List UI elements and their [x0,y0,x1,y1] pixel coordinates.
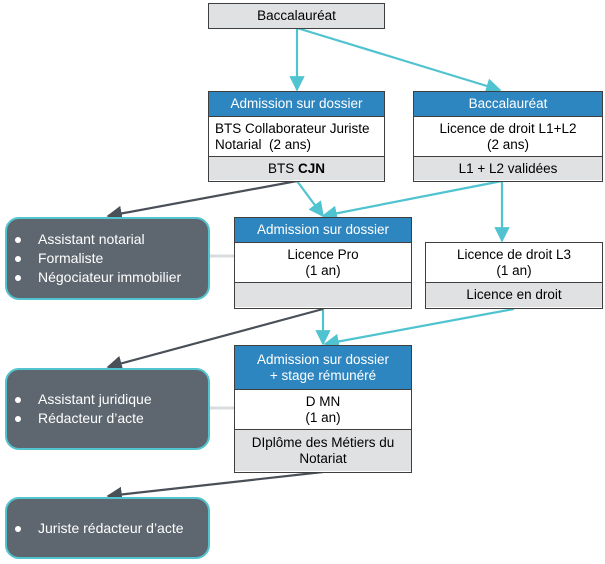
licence-pro-body-line1: Licence Pro [287,246,359,262]
top-bac-label: Baccalauréat [209,4,384,28]
licence-pro-body-line2: (1 an) [305,262,341,278]
licence3-body-line2: (1 an) [496,262,532,278]
arrow-bts-to-licencepro [296,180,324,218]
arrow-licencepro-to-careers2 [106,307,324,371]
career-item: Négociateur immobilier [14,268,181,287]
career-item: Juriste rédacteur d’acte [15,519,184,538]
arrow-licence12-to-licencepro [321,179,503,221]
licence12-footer: L1 + L2 validées [414,157,602,180]
licence12-body-line2: (2 ans) [486,136,530,152]
career-box-1: Assistant notarial Formaliste Négociateu… [5,217,210,300]
top-bac-box: Baccalauréat [208,3,385,29]
dmn-footer-line1: DIplôme des Métiers du [251,434,395,450]
bts-footer-prefix: BTS [267,160,298,176]
bts-body: BTS Collaborateur Juriste Notarial (2 an… [209,117,384,157]
arrow-bts-to-careers1 [106,179,298,222]
bts-body-line1: BTS Collaborateur Juriste [215,120,370,136]
bts-header: Admission sur dossier [209,92,384,117]
career-list-3: Juriste rédacteur d’acte [7,519,184,538]
licence12-body-line1: Licence de droit L1+L2 [439,120,577,136]
career-item: Formaliste [14,249,181,268]
dmn-header-line2: + stage rémunéré [269,367,377,383]
licence3-box: Licence de droit L3 (1 an) Licence en dr… [425,242,603,309]
licence-pro-header: Admission sur dossier [235,218,411,243]
licence-pro-body: Licence Pro (1 an) [235,243,411,283]
career-item: Assistant notarial [14,230,181,249]
dmn-header: Admission sur dossier + stage rémunéré [235,346,411,390]
dmn-body-line2: (1 an) [305,409,341,425]
dmn-body-line1: D MN [305,393,341,409]
licence12-header: Baccalauréat [414,92,602,117]
licence-pro-footer [235,283,411,307]
career-item: Rédacteur d’acte [15,409,152,428]
career-box-3: Juriste rédacteur d’acte [5,497,210,559]
career-list-1: Assistant notarial Formaliste Négociateu… [7,230,181,287]
dmn-header-line1: Admission sur dossier [256,351,390,367]
career-box-2: Assistant juridique Rédacteur d’acte [5,368,210,450]
arrow-dmn-to-careers3 [106,470,324,503]
licence3-body: Licence de droit L3 (1 an) [426,243,602,283]
dmn-box: Admission sur dossier + stage rémunéré D… [234,345,412,473]
licence12-box: Baccalauréat Licence de droit L1+L2 (2 a… [413,91,603,182]
arrow-bac-to-licence12 [296,26,502,94]
dmn-footer-line2: Notariat [299,450,347,466]
arrow-l3-to-dmn [323,307,515,350]
dmn-body: D MN (1 an) [235,390,411,430]
licence3-footer: Licence en droit [426,283,602,307]
bts-footer-bold: CJN [298,160,326,176]
bts-footer: BTS CJN [209,157,384,180]
bts-box: Admission sur dossier BTS Collaborateur … [208,91,385,182]
licence3-body-line1: Licence de droit L3 [456,246,572,262]
career-item: Assistant juridique [15,390,152,409]
dmn-footer: DIplôme des Métiers du Notariat [235,430,411,471]
bts-body-line2: Notarial (2 ans) [215,136,312,152]
licence12-body: Licence de droit L1+L2 (2 ans) [414,117,602,157]
licence-pro-box: Admission sur dossier Licence Pro (1 an) [234,217,412,309]
career-list-2: Assistant juridique Rédacteur d’acte [7,390,152,428]
